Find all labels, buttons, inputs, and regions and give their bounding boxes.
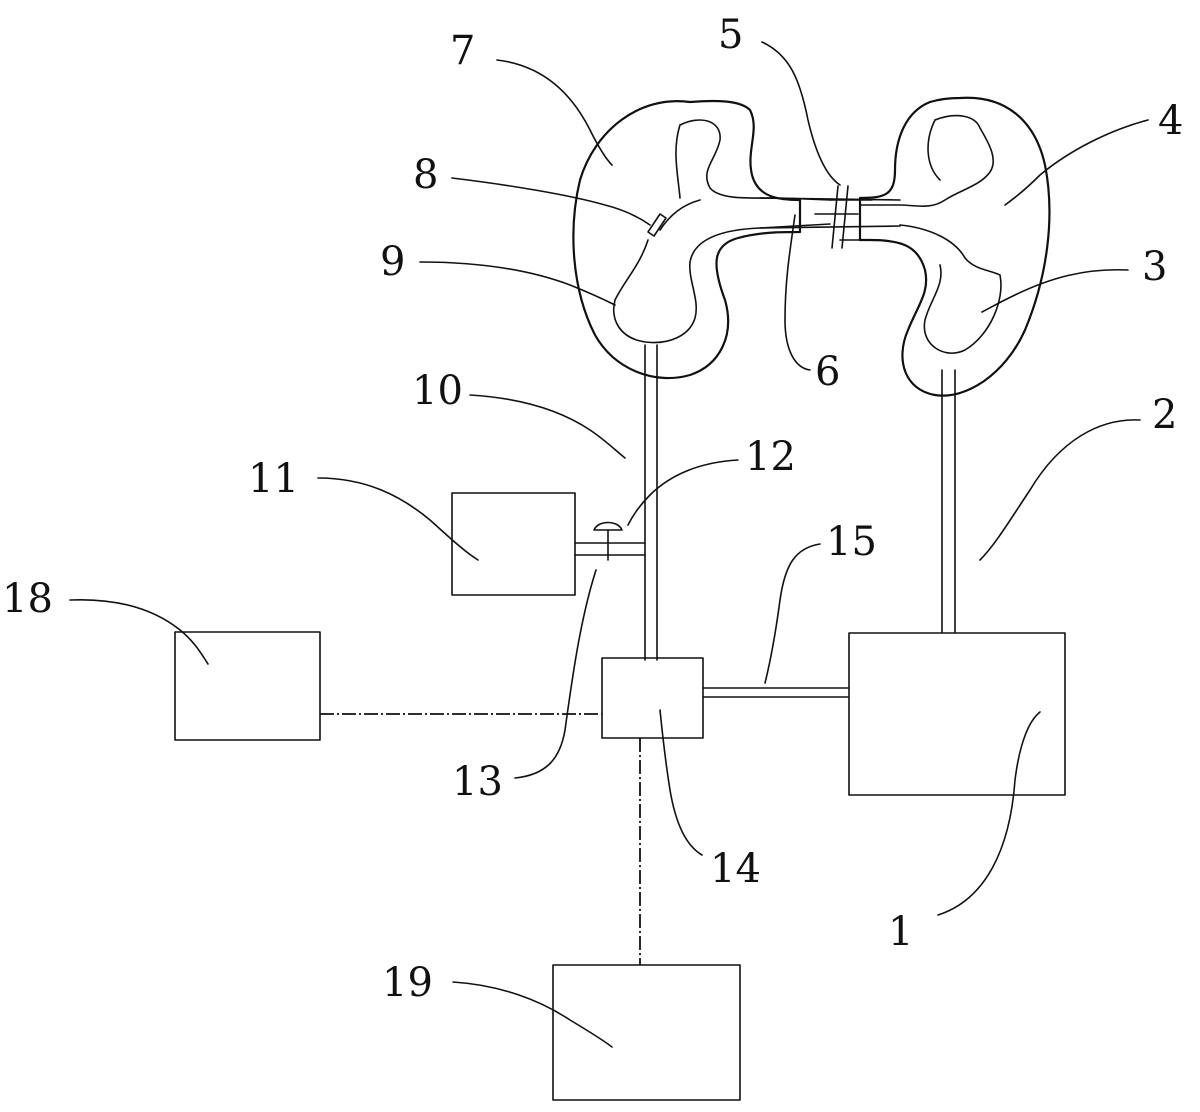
right-kidney-outer — [858, 96, 1051, 397]
label-7: 7 — [450, 28, 475, 74]
label-9: 9 — [380, 239, 405, 285]
leader-14 — [659, 709, 703, 856]
leader-12 — [627, 459, 739, 526]
label-5: 5 — [718, 12, 743, 58]
tube-10 — [644, 344, 658, 661]
label-18: 18 — [2, 576, 53, 622]
label-14: 14 — [710, 846, 761, 892]
valve-12 — [593, 521, 623, 561]
tube-15 — [702, 687, 849, 698]
tube-2 — [941, 369, 956, 633]
leader-1 — [937, 711, 1041, 916]
label-15: 15 — [826, 519, 877, 565]
label-10: 10 — [412, 368, 463, 414]
label-19: 19 — [382, 960, 433, 1006]
leader-4 — [1004, 119, 1149, 206]
element-5-valve — [814, 185, 881, 249]
leader-10 — [469, 394, 626, 459]
label-6: 6 — [815, 349, 840, 395]
leader-19 — [452, 981, 613, 1048]
element-8-marker — [647, 213, 667, 237]
leader-13 — [514, 569, 597, 779]
leader-18 — [69, 598, 209, 665]
label-13: 13 — [452, 759, 503, 805]
leader-5 — [761, 41, 841, 186]
label-1: 1 — [888, 909, 913, 955]
leader-15 — [764, 543, 821, 684]
box-18 — [174, 631, 321, 741]
leader-3 — [981, 268, 1129, 313]
connecting-channel — [759, 197, 901, 229]
leader-8 — [451, 177, 651, 226]
label-3: 3 — [1142, 244, 1167, 290]
leader-7 — [496, 59, 613, 166]
box-1 — [848, 632, 1066, 796]
right-collecting-system — [859, 114, 1002, 354]
box-19 — [552, 964, 741, 1101]
box-11 — [451, 492, 576, 596]
label-2: 2 — [1152, 392, 1177, 438]
leader-2 — [979, 419, 1141, 561]
left-collecting-system — [613, 119, 831, 344]
leader-11 — [317, 477, 479, 561]
left-kidney-outer — [572, 99, 802, 380]
label-8: 8 — [413, 152, 438, 198]
branch-to-11 — [574, 542, 646, 556]
leader-9 — [419, 261, 616, 306]
label-4: 4 — [1158, 98, 1183, 144]
box-14 — [601, 657, 704, 739]
label-11: 11 — [248, 456, 299, 502]
leader-6 — [784, 214, 811, 371]
label-12: 12 — [745, 434, 796, 480]
